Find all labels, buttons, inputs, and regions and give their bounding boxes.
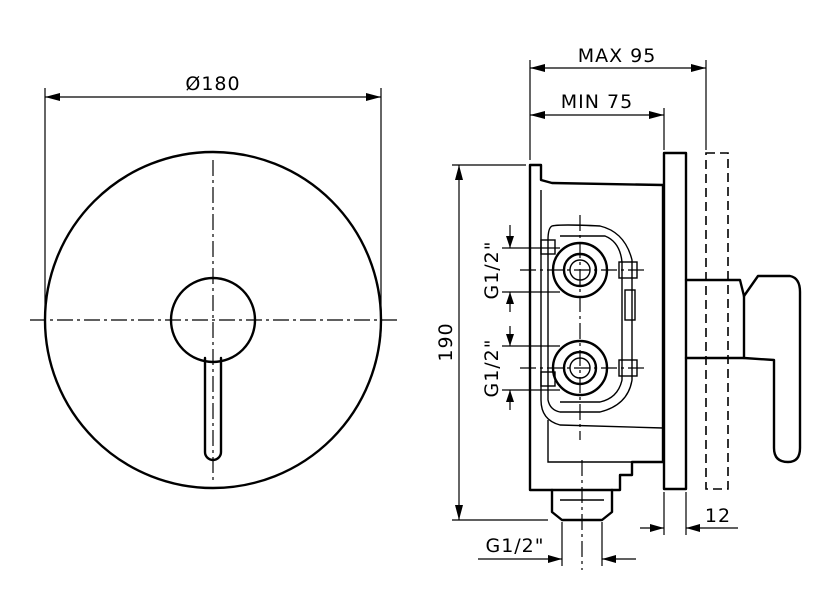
max-depth-label: MAX 95 bbox=[578, 45, 657, 67]
body-inner-contour bbox=[547, 420, 632, 463]
cartridge-cage-inner bbox=[560, 235, 623, 403]
arrow-head bbox=[506, 334, 514, 346]
handle-hub-circle bbox=[169, 276, 257, 364]
arrow-head bbox=[455, 165, 463, 180]
cover-plate bbox=[662, 151, 688, 491]
lower-connection-label: G1/2" bbox=[481, 338, 503, 397]
side-view: MAX 95 MIN 75 190 G1/2" G1/2" bbox=[435, 45, 802, 570]
arrow-head bbox=[548, 555, 562, 563]
handle-spindle bbox=[684, 278, 746, 360]
front-view: Ø180 bbox=[30, 73, 398, 490]
body-inner-contour bbox=[540, 190, 664, 429]
arrow-head bbox=[530, 64, 545, 72]
body-window bbox=[624, 289, 636, 321]
arrow-head bbox=[650, 524, 664, 532]
arrow-head bbox=[530, 111, 545, 119]
arrow-head bbox=[506, 390, 514, 402]
cartridge-cage bbox=[547, 224, 633, 413]
arrow-head bbox=[691, 64, 706, 72]
valve-body bbox=[528, 163, 665, 492]
upper-connection-label: G1/2" bbox=[481, 240, 503, 299]
arrow-head bbox=[686, 524, 700, 532]
body-window bbox=[540, 239, 556, 255]
arrow-head bbox=[506, 292, 514, 304]
arrow-head bbox=[366, 93, 381, 101]
cover-plate-max-position bbox=[705, 152, 729, 490]
min-depth-label: MIN 75 bbox=[561, 91, 633, 113]
arrow-head bbox=[649, 111, 664, 119]
diameter-label: Ø180 bbox=[185, 73, 240, 95]
bottom-connection-label: G1/2" bbox=[485, 535, 544, 557]
plate-thickness-label: 12 bbox=[705, 505, 731, 527]
height-label: 190 bbox=[435, 322, 457, 361]
lever-handle bbox=[203, 356, 223, 462]
lever-side bbox=[742, 274, 802, 464]
arrow-head bbox=[506, 236, 514, 248]
arrow-head bbox=[455, 505, 463, 520]
arrow-head bbox=[602, 555, 616, 563]
arrow-head bbox=[45, 93, 60, 101]
